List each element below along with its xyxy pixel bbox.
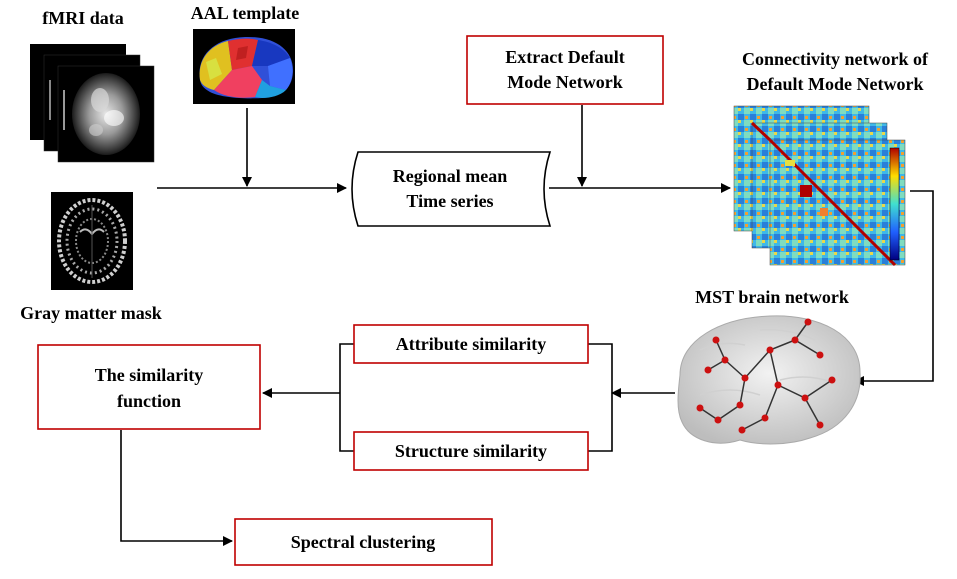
attribute-similarity-label: Attribute similarity	[396, 334, 546, 354]
connectivity-line2: Default Mode Network	[747, 74, 924, 94]
mst-brain-network-image	[677, 315, 861, 445]
arrow-connectivity-to-mst	[854, 190, 934, 386]
spectral-clustering-box	[234, 518, 493, 566]
regional-mean-line1: Regional mean	[393, 166, 508, 186]
similarity-function-box	[37, 344, 261, 430]
arrow-to-spectral	[120, 430, 233, 546]
extract-dmn-line1: Extract Default	[505, 47, 624, 67]
regional-mean-shape	[351, 151, 552, 227]
regional-mean-line2: Time series	[406, 191, 493, 211]
extract-dmn-line2: Mode Network	[507, 72, 622, 92]
similarity-function-line2: function	[117, 391, 181, 411]
bracket-right	[588, 343, 613, 452]
gray-matter-mask-image	[51, 192, 133, 290]
attribute-similarity-box	[353, 324, 589, 364]
connectivity-matrix-heatmap-image	[733, 105, 906, 267]
aal-label: AAL template	[191, 3, 299, 23]
aal-brain-atlas-image	[193, 29, 295, 104]
connectivity-line1: Connectivity network of	[742, 49, 929, 69]
mst-label: MST brain network	[695, 287, 849, 307]
fmri-label: fMRI data	[42, 8, 124, 28]
extract-dmn-box	[466, 35, 664, 105]
gray-matter-label: Gray matter mask	[20, 303, 162, 323]
bracket-left	[339, 343, 354, 452]
similarity-function-line1: The similarity	[95, 365, 204, 385]
fmri-scan-stack-image	[30, 44, 155, 163]
spectral-clustering-label: Spectral clustering	[291, 532, 435, 552]
structure-similarity-label: Structure similarity	[395, 441, 547, 461]
structure-similarity-box	[353, 431, 589, 471]
